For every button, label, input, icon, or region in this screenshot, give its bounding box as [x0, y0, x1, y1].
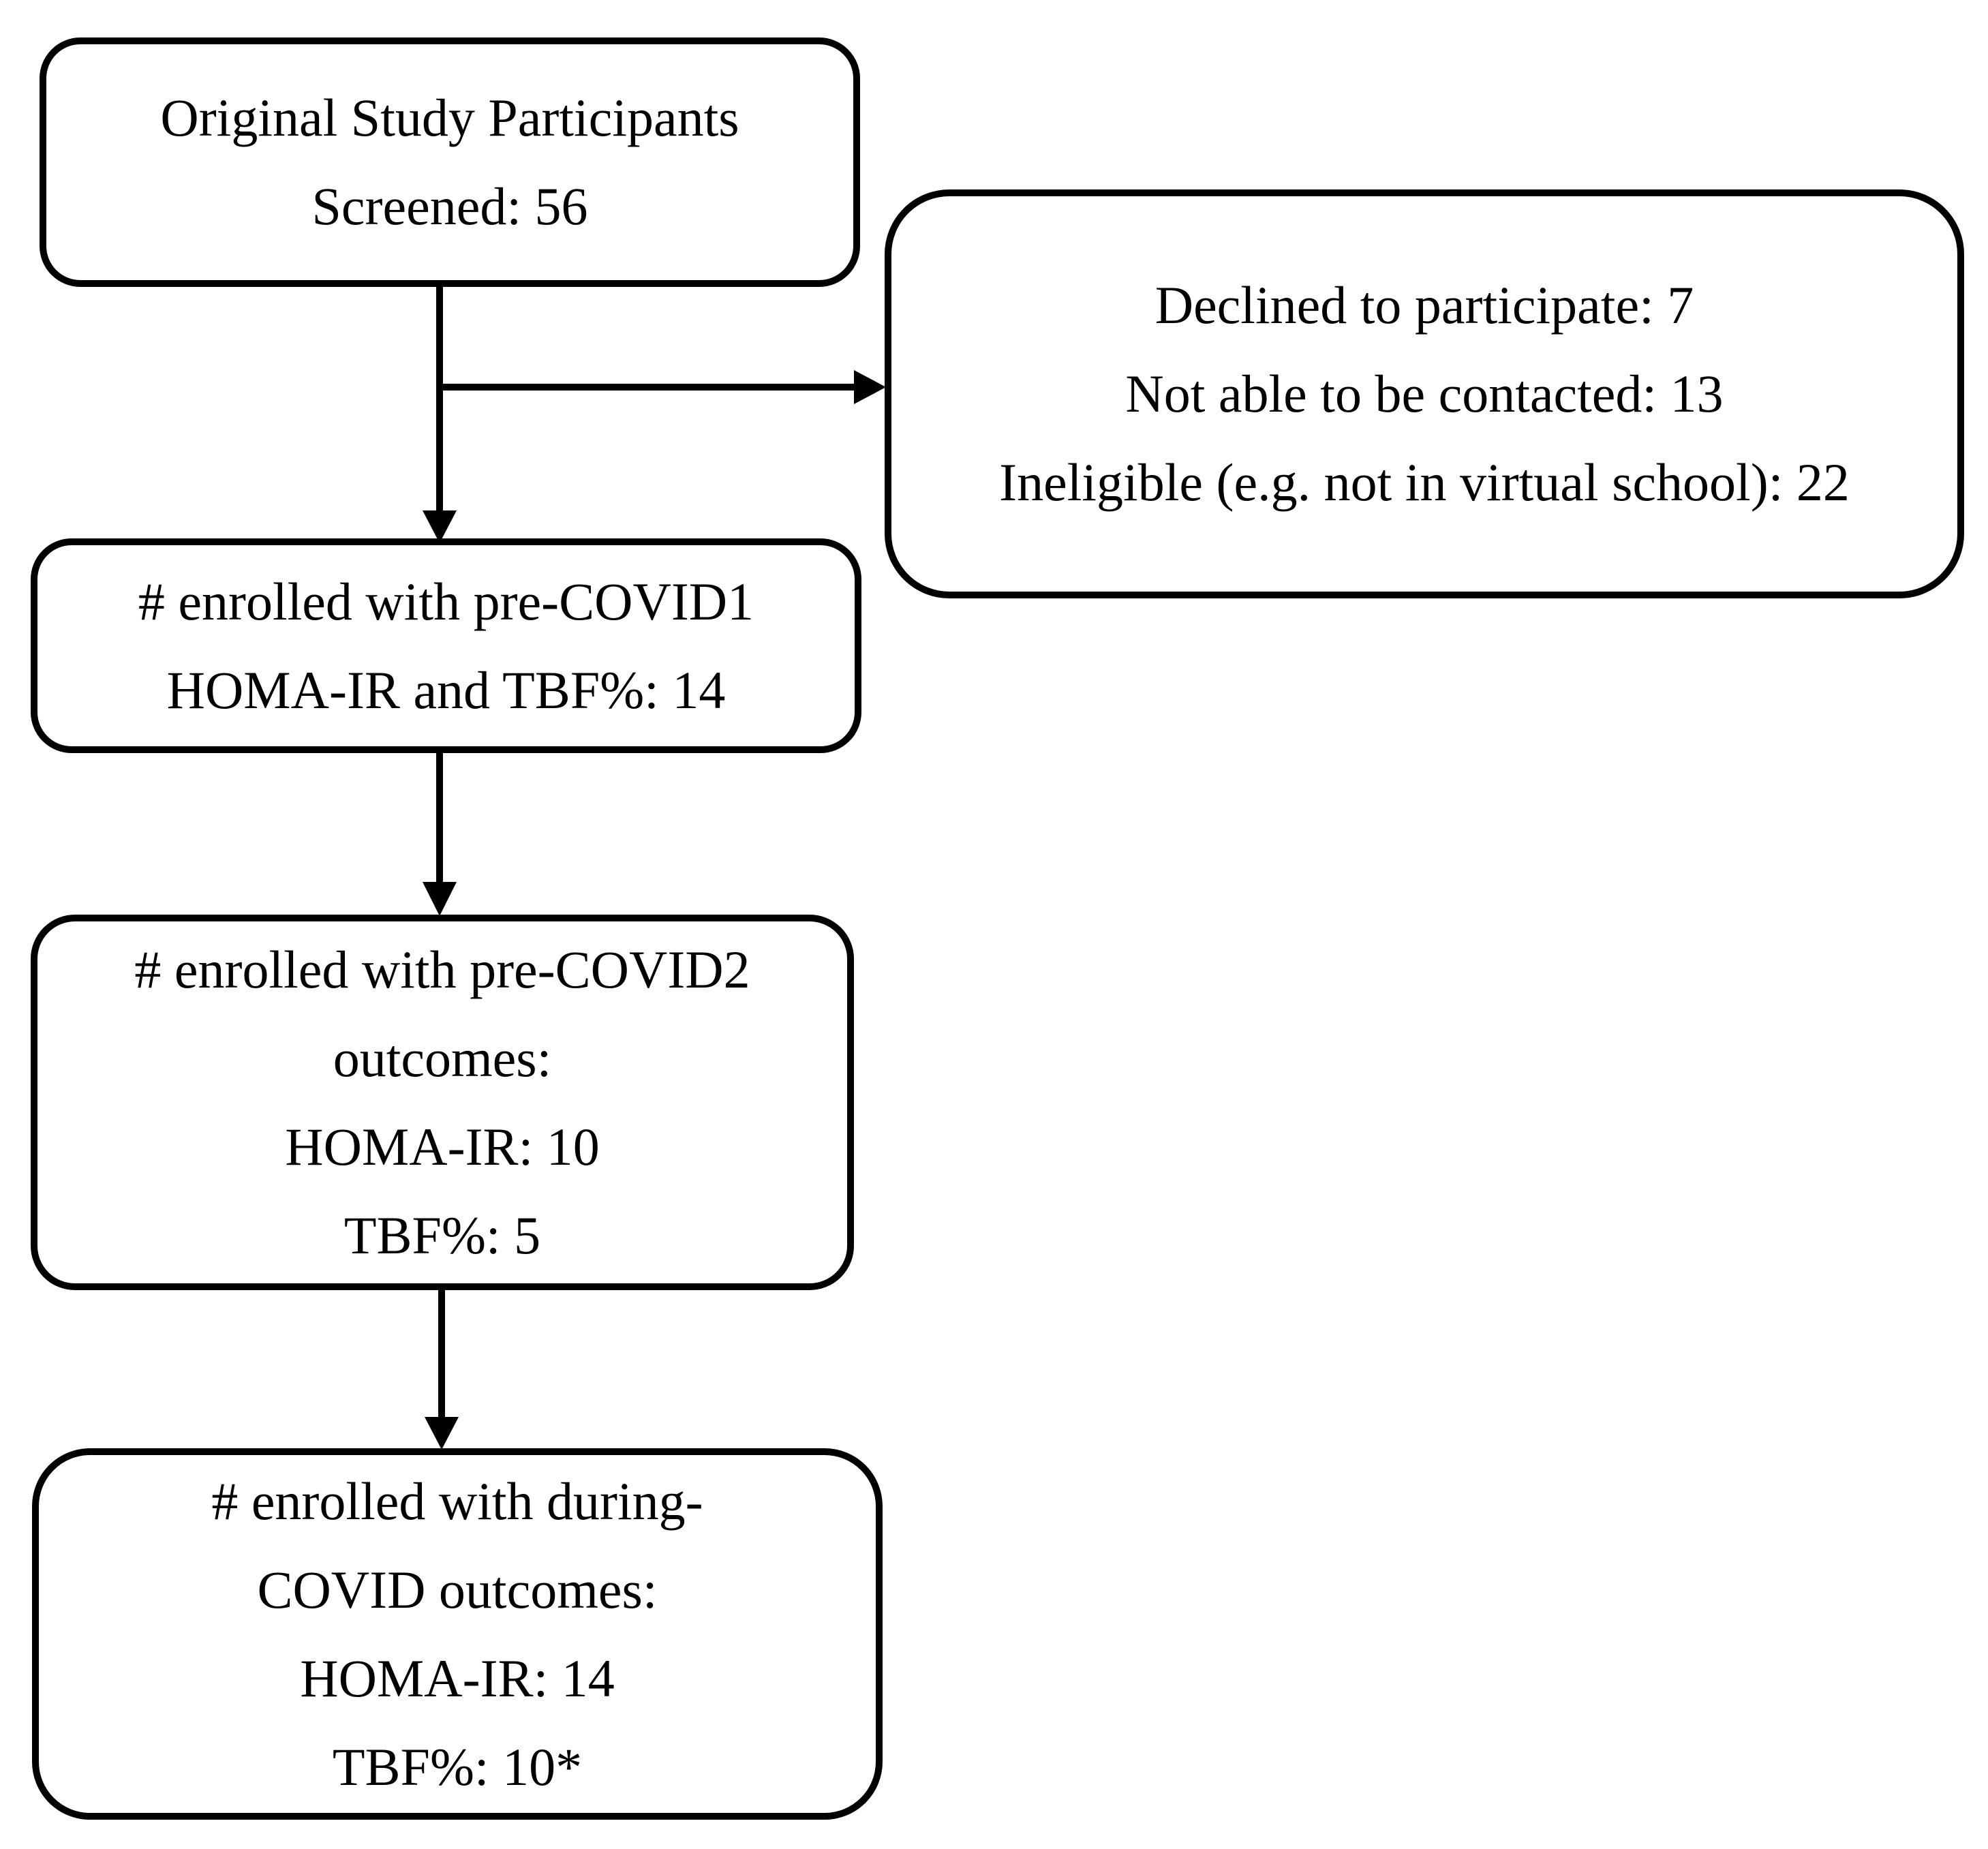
arrowhead-down-icon	[423, 510, 457, 543]
node-text-line: Screened: 56	[311, 177, 588, 236]
node-text-line: HOMA-IR: 10	[285, 1116, 600, 1176]
arrowhead-down-icon	[423, 882, 457, 916]
node-enrolled-pre-covid1: # enrolled with pre-COVID1 HOMA-IR and T…	[31, 538, 861, 753]
node-text-line: outcomes:	[333, 1028, 552, 1088]
arrow-screened-to-excluded	[440, 370, 886, 404]
node-text-line: # enrolled with pre-COVID2	[134, 939, 750, 999]
arrowhead-right-icon	[854, 370, 886, 404]
node-text-line: Not able to be contacted: 13	[1125, 364, 1724, 423]
node-text-line: COVID outcomes:	[257, 1559, 658, 1619]
node-excluded: Declined to participate: 7 Not able to b…	[885, 189, 1964, 598]
node-text-line: HOMA-IR and TBF%: 14	[166, 660, 726, 720]
node-enrolled-during-covid: # enrolled with during- COVID outcomes: …	[32, 1448, 883, 1820]
arrowhead-down-icon	[425, 1417, 459, 1450]
node-text-line: # enrolled with pre-COVID1	[138, 571, 754, 631]
node-text-line: Original Study Participants	[160, 88, 739, 147]
node-text-line: Declined to participate: 7	[1154, 275, 1694, 335]
node-text-line: TBF%: 5	[343, 1205, 541, 1265]
node-text-line: TBF%: 10*	[332, 1737, 583, 1797]
node-text-line: Ineligible (e.g. not in virtual school):…	[999, 453, 1850, 512]
arrow-precovid1-to-precovid2	[423, 746, 457, 916]
node-text-line: # enrolled with during-	[211, 1471, 703, 1531]
node-screened: Original Study Participants Screened: 56	[40, 37, 860, 287]
node-enrolled-pre-covid2: # enrolled with pre-COVID2 outcomes: HOM…	[31, 915, 854, 1290]
node-text-line: HOMA-IR: 14	[300, 1648, 615, 1708]
arrow-precovid2-to-duringcovid	[425, 1283, 459, 1450]
arrow-screened-to-precovid1	[423, 281, 457, 543]
